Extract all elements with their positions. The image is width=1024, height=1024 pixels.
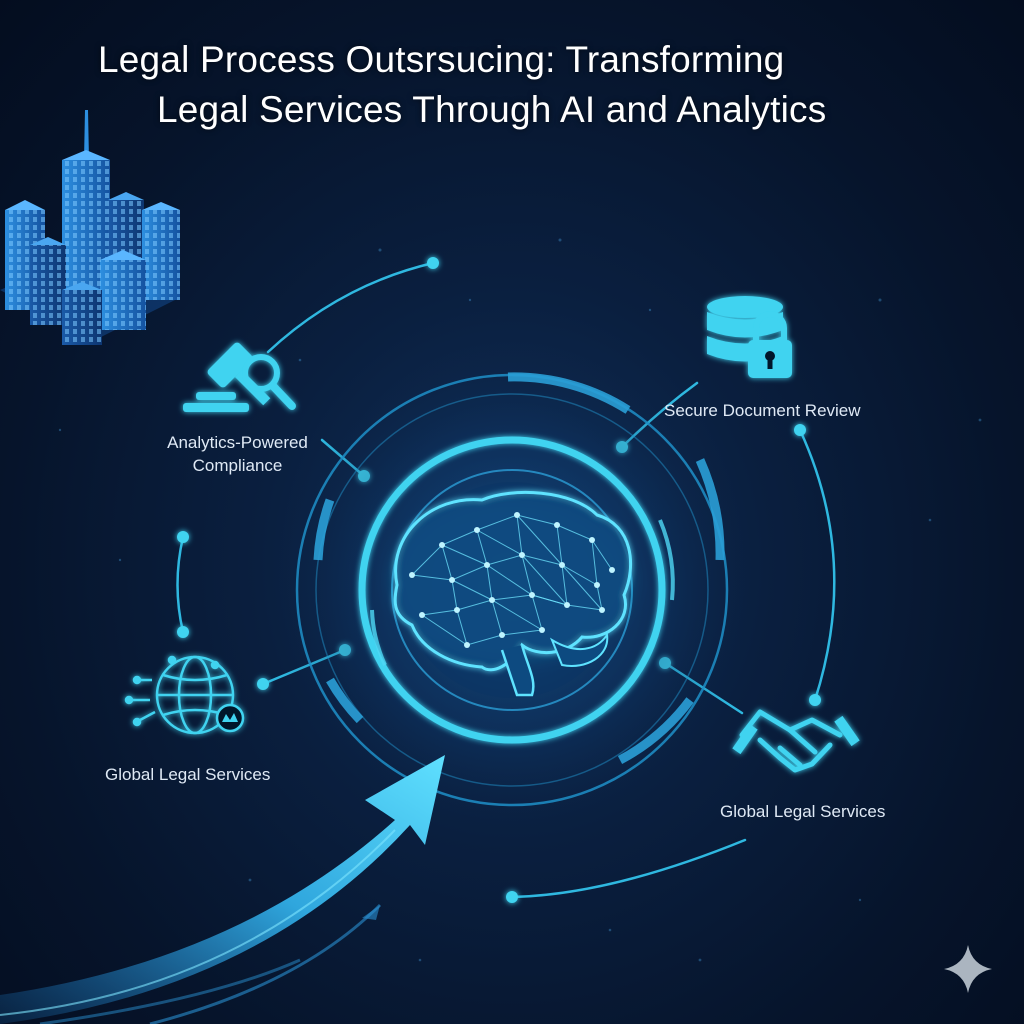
node-label-compliance: Analytics-Powered Compliance (150, 431, 325, 477)
node-label-global-left: Global Legal Services (105, 765, 271, 784)
growth-arrow-icon (0, 755, 445, 1024)
node-label-compliance-line1: Analytics-Powered (167, 433, 308, 452)
handshake-icon (732, 709, 860, 773)
node-label-compliance-line2: Compliance (192, 456, 283, 475)
arc-right (798, 428, 836, 702)
arc-top (266, 261, 435, 354)
node-label-secure-review: Secure Document Review (664, 401, 861, 420)
arc-bottom (510, 838, 747, 899)
title-line-1: Legal Process Outsrsucing: Transforming (98, 39, 785, 80)
brain-network-icon (392, 491, 632, 697)
database-lock-icon (707, 296, 792, 378)
gavel-magnifier-icon (183, 342, 296, 412)
sparkle-icon (944, 945, 992, 993)
background-particles (58, 238, 982, 962)
globe-network-icon (124, 655, 245, 735)
title-line-2: Legal Services Through AI and Analytics (157, 89, 827, 130)
arc-left (176, 535, 185, 634)
node-label-global-right: Global Legal Services (720, 802, 886, 821)
city-skyline-icon (0, 110, 180, 345)
